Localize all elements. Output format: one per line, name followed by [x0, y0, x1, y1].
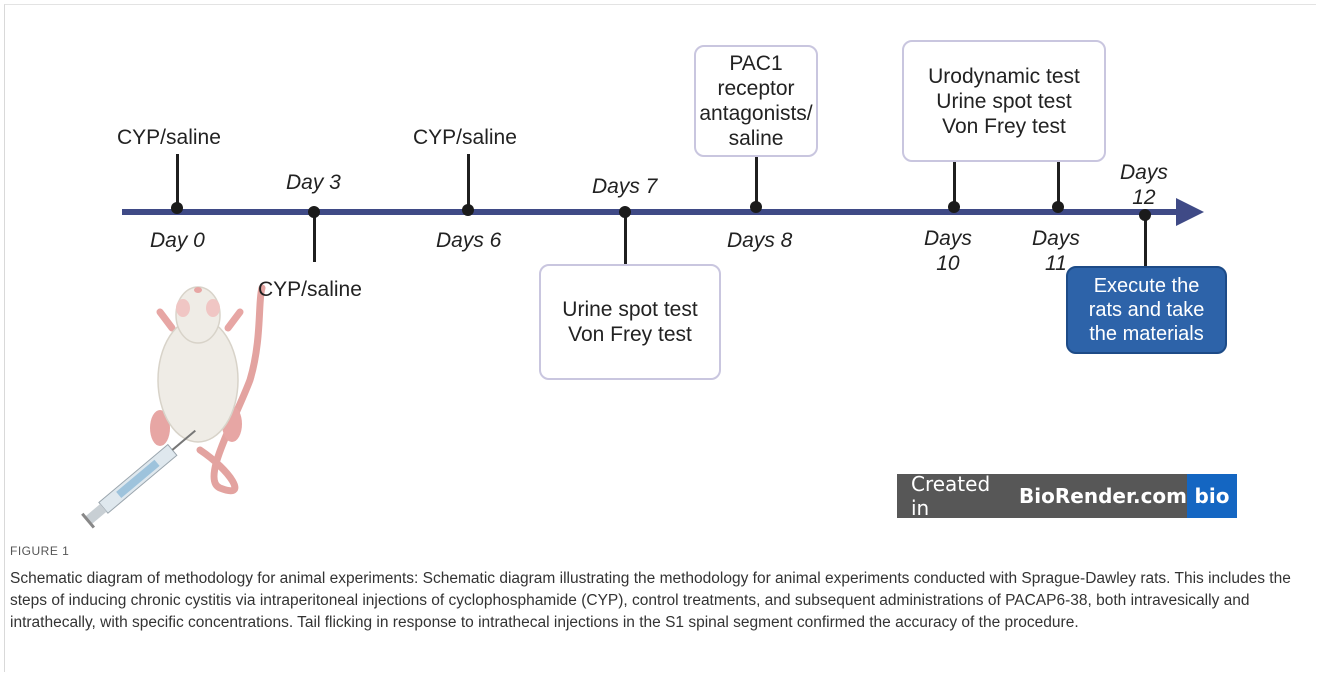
tick-day3 — [313, 212, 316, 262]
tick-day8 — [755, 154, 758, 212]
box-execute-rats: Execute the rats and take the materials — [1066, 266, 1227, 354]
biorender-logo-icon: bio — [1187, 474, 1237, 518]
day-label-7: Days 7 — [592, 175, 658, 198]
dot-day8 — [750, 201, 762, 213]
tick-day10 — [953, 162, 956, 212]
dot-day3 — [308, 206, 320, 218]
figure-label: FIGURE 1 — [10, 544, 70, 558]
tick-day0 — [176, 154, 179, 212]
rat-icon — [81, 284, 266, 529]
dot-day12 — [1139, 209, 1151, 221]
label-cyp-day3: CYP/saline — [258, 278, 362, 301]
tick-day11 — [1057, 162, 1060, 212]
box-pac1-antagonists: PAC1 receptor antagonists/ saline — [694, 45, 818, 157]
badge-text: Created in BioRender.com — [897, 472, 1187, 520]
timeline-figure: CYP/saline CYP/saline CYP/saline Day 0 D… — [81, 40, 1237, 529]
day-label-10: Days 10 — [924, 227, 972, 275]
figure-caption: FIGURE 1 Schematic diagram of methodolog… — [10, 540, 1310, 634]
dot-day6 — [462, 204, 474, 216]
day-label-8: Days 8 — [727, 229, 793, 252]
figure-frame — [4, 4, 1316, 672]
day-label-11: Days 11 — [1032, 227, 1080, 275]
caption-text: Schematic diagram of methodology for ani… — [10, 570, 1291, 631]
tick-day7 — [624, 212, 627, 264]
timeline-svg — [81, 198, 1204, 529]
label-cyp-day6: CYP/saline — [413, 126, 517, 149]
timeline-arrowhead — [1176, 198, 1204, 226]
day-label-0: Day 0 — [150, 229, 205, 252]
box-tests-day10-11: Urodynamic test Urine spot test Von Frey… — [902, 40, 1106, 162]
badge-prefix: Created in — [911, 472, 991, 520]
tick-day6 — [467, 154, 470, 212]
day-label-12: Days 12 — [1120, 161, 1168, 209]
dot-day0 — [171, 202, 183, 214]
day-label-6: Days 6 — [436, 229, 502, 252]
dot-day10 — [948, 201, 960, 213]
day-label-3: Day 3 — [286, 171, 341, 194]
dot-day7 — [619, 206, 631, 218]
tick-day12 — [1144, 212, 1147, 266]
label-cyp-day0: CYP/saline — [117, 126, 221, 149]
biorender-badge: Created in BioRender.com bio — [897, 472, 1237, 520]
badge-brand: BioRender.com — [1019, 484, 1187, 508]
dot-day11 — [1052, 201, 1064, 213]
box-tests-day7: Urine spot test Von Frey test — [539, 264, 721, 380]
